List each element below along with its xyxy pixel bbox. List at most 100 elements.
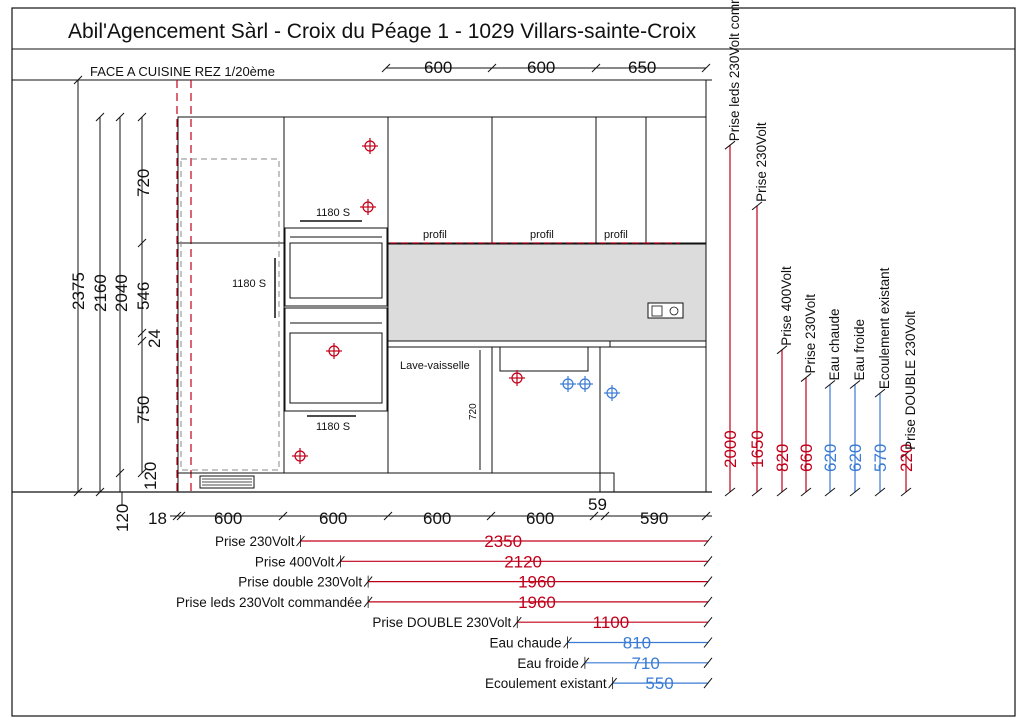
- dim-546: 546: [134, 282, 153, 310]
- position-dim-tick-right: [703, 637, 713, 648]
- dim-120-plinth: 120: [141, 462, 160, 490]
- oven-column: [283, 116, 389, 474]
- base-cabinet-right: [599, 346, 707, 493]
- position-dim-label: Prise DOUBLE 230Volt: [372, 615, 511, 630]
- dim-120-bottom: 120: [113, 504, 132, 532]
- dim-600-3: 600: [423, 509, 451, 528]
- top-dim-ticks: [381, 63, 711, 73]
- drawing-subtitle: FACE A CUISINE REZ 1/20ème: [90, 64, 275, 79]
- drain-icon: [604, 385, 620, 401]
- drawing-frame: [11, 7, 1016, 717]
- position-dim-value: 710: [631, 654, 659, 673]
- dim-720: 720: [134, 169, 153, 197]
- height-dim-value: 220: [897, 444, 916, 472]
- height-dim-label: Eau froide: [852, 319, 867, 381]
- height-dim-tick-bottom: [776, 487, 788, 497]
- dim-600-4: 600: [526, 509, 554, 528]
- position-dim-value: 810: [623, 634, 651, 653]
- position-dim-tick-right: [703, 677, 713, 689]
- height-dim-tick-top: [751, 201, 763, 211]
- position-dim-value: 550: [645, 674, 673, 693]
- position-dim-label: Prise leds 230Volt commandée: [176, 595, 362, 610]
- height-dim-label: Prise 230Volt: [803, 294, 818, 374]
- height-dim-value: 2000: [721, 430, 740, 468]
- profil-label-3: profil: [604, 229, 628, 241]
- position-dim-tick-right: [703, 555, 713, 567]
- dim-2375: 2375: [69, 272, 88, 310]
- socket-right: [669, 306, 679, 316]
- socket-icon-400: [326, 343, 342, 359]
- water-connection-icons: [560, 376, 620, 401]
- cold-water-icon: [577, 376, 593, 392]
- socket-icon-led: [362, 138, 378, 154]
- bottom-dim-ticks: [172, 511, 711, 521]
- height-dim-value: 620: [846, 444, 865, 472]
- height-dim-value: 570: [871, 444, 890, 472]
- height-dim-tick-bottom: [724, 487, 736, 497]
- height-dim-label: Prise leds 230Volt commandée: [727, 0, 742, 141]
- left-dim-lines: [77, 80, 143, 505]
- height-dim-tick-bottom: [874, 487, 886, 497]
- height-dim-label: Ecoulement existant: [877, 267, 892, 389]
- height-dim-value: 1650: [748, 430, 767, 468]
- height-dim-tick-top: [824, 380, 836, 389]
- position-dim-tick-right: [703, 596, 713, 608]
- socket-icon-double: [292, 448, 308, 464]
- drawing-title: Abil'Agencement Sàrl - Croix du Péage 1 …: [68, 20, 697, 43]
- top-dim-3: 650: [628, 58, 656, 77]
- position-dim-tick-right: [703, 616, 713, 628]
- left-dim-ticks: [73, 75, 147, 497]
- fridge-dashed: [180, 158, 280, 471]
- height-dim-value: 620: [821, 444, 840, 472]
- vent-grille-slats: [202, 478, 252, 486]
- dim-750: 750: [134, 396, 153, 424]
- height-dim-tick-top: [724, 140, 736, 150]
- dim-2160: 2160: [91, 274, 110, 312]
- position-dim-label: Eau chaude: [489, 636, 561, 651]
- position-dim-value: 1100: [593, 613, 630, 632]
- sink-bowl: [499, 346, 589, 372]
- height-dim-tick-top: [776, 345, 788, 355]
- height-dim-label: Prise 400Volt: [779, 266, 794, 346]
- fridge-column: [177, 116, 285, 474]
- wall-cabinet-4: [645, 116, 707, 244]
- electric-socket-icons: [292, 138, 525, 464]
- position-dim-label: Ecoulement existant: [485, 676, 607, 691]
- position-dim-tick-right: [703, 535, 713, 547]
- height-dim-value: 820: [773, 444, 792, 472]
- switch-left: [651, 305, 663, 317]
- wall-cabinet-2: [491, 116, 597, 244]
- height-dim-tick-top: [874, 388, 886, 398]
- profil-label-2: profil: [530, 229, 554, 241]
- position-dim-value: 2350: [484, 532, 522, 551]
- position-dim-value: 2120: [504, 552, 542, 571]
- position-dim-label: Prise double 230Volt: [238, 575, 362, 590]
- dishwasher-label: Lave-vaisselle: [400, 360, 470, 372]
- profil-label-1: profil: [423, 229, 447, 241]
- dim-18: 18: [148, 509, 167, 528]
- height-dim-tick-top: [800, 373, 812, 382]
- height-dim-tick-bottom: [900, 487, 912, 497]
- dim-59: 59: [588, 495, 607, 514]
- position-dim-label: Eau froide: [517, 656, 579, 671]
- worktop-edge: [387, 340, 611, 348]
- height-dim-label: Prise DOUBLE 230Volt: [903, 311, 918, 450]
- socket-icon-230-upper: [360, 199, 376, 215]
- position-dim-tick-right: [703, 657, 713, 669]
- height-dim-tick-bottom: [849, 487, 861, 497]
- height-dim-tick-top: [900, 449, 912, 459]
- position-dim-value: 1960: [518, 593, 556, 612]
- oven-lower: [284, 307, 388, 412]
- top-dim-2: 600: [527, 58, 555, 77]
- vertical-height-dimensions: 2000 Prise leds 230Volt commandée 1650 Pris…: [721, 0, 918, 497]
- wall-cabinet-1: [387, 116, 493, 244]
- dim-600-1: 600: [214, 509, 242, 528]
- position-dim-tick-right: [703, 576, 713, 587]
- height-dim-label: Eau chaude: [827, 308, 842, 380]
- height-dim-tick-bottom: [824, 487, 836, 497]
- worktop-splashback: [387, 243, 707, 342]
- hot-water-icon: [560, 376, 576, 392]
- dim-2040: 2040: [112, 274, 131, 312]
